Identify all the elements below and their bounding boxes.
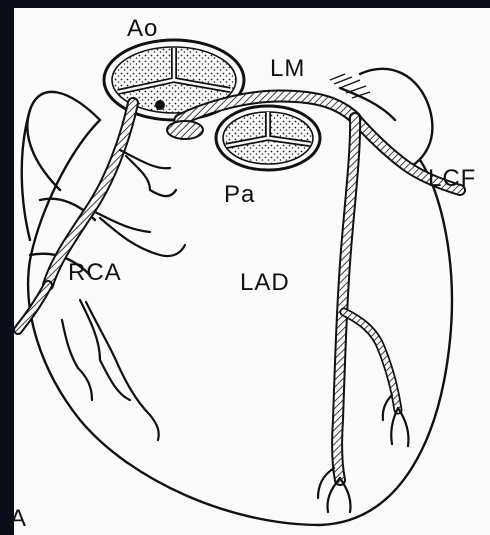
vessel-lad bbox=[337, 118, 398, 480]
coronary-ostium-left bbox=[155, 100, 165, 110]
label-lad: LAD bbox=[240, 269, 290, 296]
label-edge-fragment: A bbox=[10, 505, 27, 532]
label-left-circumflex: LCF bbox=[428, 165, 476, 192]
label-pulmonary-artery: Pa bbox=[224, 181, 255, 208]
rca-branches bbox=[62, 150, 185, 440]
pulmonary-valve bbox=[216, 106, 320, 170]
label-aorta: Ao bbox=[127, 15, 158, 42]
vessel-rca bbox=[18, 103, 133, 330]
atrial-shading bbox=[330, 74, 370, 98]
label-rca: RCA bbox=[68, 259, 122, 286]
label-left-main: LM bbox=[270, 55, 305, 82]
